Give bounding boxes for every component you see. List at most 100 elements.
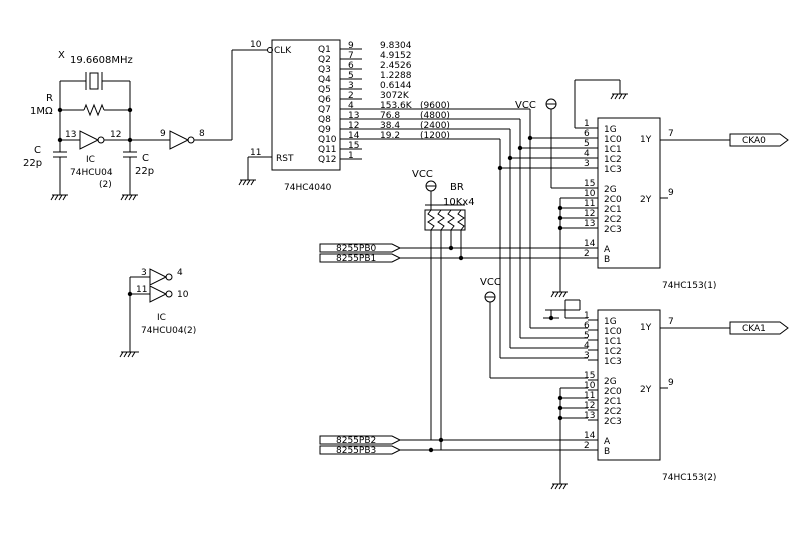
- counter-output-name: Q9: [318, 125, 331, 135]
- mux1-pins: 11G61C051C141C231C3152G102C0112C1122C213…: [584, 119, 622, 265]
- mux1-pins-pin-name: 1G: [604, 125, 617, 135]
- counter-rst-pin: 11: [250, 148, 261, 158]
- inv-osc-pin-out: 12: [110, 130, 121, 140]
- mux2-pins-pin-name: 1C0: [604, 327, 622, 337]
- mux2-pins-pin-number: 13: [584, 411, 595, 421]
- mux1-pins-pin-name: 2C2: [604, 215, 622, 225]
- cap-right-value: 22p: [135, 166, 154, 177]
- mux2-out2-name: 2Y: [640, 385, 652, 395]
- mux2-pins-pin-name: 1C1: [604, 337, 622, 347]
- mux2-pins-pin-number: 15: [584, 371, 595, 381]
- counter-output-freq: 0.6144: [380, 81, 412, 91]
- vcc-label-2: VCC: [412, 169, 433, 180]
- mux2-part: 74HC153(2): [662, 473, 716, 483]
- resistor-value: 1MΩ: [30, 106, 53, 117]
- mux2-pins-pin-number: 14: [584, 431, 596, 441]
- spare-ref: IC: [157, 313, 166, 323]
- counter-output-name: Q10: [318, 135, 337, 145]
- mux1-pins-pin-name: A: [604, 245, 611, 255]
- vcc-label-3: VCC: [480, 277, 501, 288]
- mux1-pins-pin-name: 2G: [604, 185, 617, 195]
- counter-output-name: Q5: [318, 85, 331, 95]
- counter-output-freq: 38.4: [380, 121, 400, 131]
- counter-output-baud: (1200): [420, 131, 450, 141]
- inv-buf-pin-out: 8: [199, 129, 205, 139]
- mux1-pins-pin-name: B: [604, 255, 610, 265]
- mux1-pins-pin-name: 1C3: [604, 165, 622, 175]
- counter-output-freq: 153.6K: [380, 101, 413, 111]
- counter-output-pin: 3: [348, 81, 354, 91]
- resistor-array: BR 10Kx4: [424, 182, 475, 450]
- counter-output-name: Q12: [318, 155, 337, 165]
- counter-output-pin: 12: [348, 121, 359, 131]
- spare-inverters: 3 4 11 10 IC 74HCU04(2): [119, 268, 196, 358]
- counter-clk-label: CLK: [274, 46, 292, 56]
- capacitor-left: C 22p: [23, 140, 68, 201]
- port-pb2: 8255PB2: [336, 436, 376, 446]
- mux1-pins-pin-number: 2: [584, 249, 590, 259]
- mux1-pins-pin-name: 1C1: [604, 145, 622, 155]
- feedback-resistor: R 1MΩ: [30, 93, 130, 117]
- counter-output-pin: 9: [348, 41, 354, 51]
- mux2-pins-pin-name: 2C0: [604, 387, 622, 397]
- mux2-pins-pin-number: 3: [584, 351, 590, 361]
- counter-output-name: Q4: [318, 75, 331, 85]
- counter-output-pin: 2: [348, 91, 354, 101]
- mux1-pins-pin-name: 1C0: [604, 135, 622, 145]
- mux-ic-1: 11G61C051C141C231C3152G102C0112C1122C213…: [550, 79, 789, 298]
- counter-output-freq: 2.4526: [380, 61, 412, 71]
- counter-output-pin: 15: [348, 141, 359, 151]
- res-array-ref: BR: [450, 182, 464, 193]
- resistor-ref: R: [46, 93, 53, 104]
- mux2-pins-pin-name: 2C2: [604, 407, 622, 417]
- mux2-pins-pin-number: 2: [584, 441, 590, 451]
- mux2-pins-pin-number: 11: [584, 391, 595, 401]
- counter-output-baud: (9600): [420, 101, 450, 111]
- mux1-pins-pin-number: 14: [584, 239, 596, 249]
- mux1-pins-pin-number: 1: [584, 119, 590, 129]
- counter-output-pin: 6: [348, 61, 354, 71]
- counter-output-pin: 1: [348, 151, 354, 161]
- mux2-pins-pin-number: 5: [584, 331, 590, 341]
- inverter-buffer: 9 8: [130, 49, 268, 150]
- counter-output-baud: (4800): [420, 111, 450, 121]
- mux2-out2-pin: 9: [668, 378, 674, 388]
- inv-osc-ref: IC: [86, 155, 95, 165]
- mux2-pins: 11G61C051C141C231C3152G102C0112C1122C213…: [584, 311, 622, 457]
- vcc-label-1: VCC: [515, 100, 536, 111]
- mux1-pins-pin-number: 4: [584, 149, 590, 159]
- counter-output-name: Q1: [318, 45, 331, 55]
- spare-pin-c: 11: [136, 285, 147, 295]
- mux1-pins-pin-number: 6: [584, 129, 590, 139]
- mux1-out2-name: 2Y: [640, 195, 652, 205]
- inverter-oscillator: 13 12 IC 74HCU04 (2): [60, 130, 130, 190]
- res-array-value: 10Kx4: [443, 197, 475, 208]
- crystal-ref: X: [58, 50, 65, 61]
- mux1-out1-pin: 7: [668, 129, 674, 139]
- vcc-symbol-3: VCC: [480, 277, 588, 379]
- mux1-pins-pin-number: 15: [584, 179, 595, 189]
- counter-output-freq: 9.8304: [380, 41, 412, 51]
- spare-pin-b: 4: [177, 268, 183, 278]
- counter-part: 74HC4040: [284, 183, 332, 193]
- mux2-pins-pin-number: 12: [584, 401, 595, 411]
- mux2-out1-name: 1Y: [640, 323, 652, 333]
- cap-left-value: 22p: [23, 158, 42, 169]
- counter-routing-wires: [362, 108, 588, 359]
- inv-buf-pin-in: 9: [160, 129, 166, 139]
- counter-output-name: Q7: [318, 105, 331, 115]
- mux2-pins-pin-name: 2G: [604, 377, 617, 387]
- mux2-pins-pin-name: 2C3: [604, 417, 622, 427]
- mux1-pins-pin-name: 2C0: [604, 195, 622, 205]
- inv-osc-pin-in: 13: [65, 130, 76, 140]
- mux1-part: 74HC153(1): [662, 281, 716, 291]
- mux1-pins-pin-number: 11: [584, 199, 595, 209]
- capacitor-right: C 22p: [120, 151, 154, 201]
- cap-left-ref: C: [34, 145, 41, 156]
- counter-output-freq: 19.2: [380, 131, 400, 141]
- counter-output-freq: 4.9152: [380, 51, 412, 61]
- mux1-pins-pin-number: 13: [584, 219, 595, 229]
- mux1-pins-pin-name: 2C3: [604, 225, 622, 235]
- crystal-value: 19.6608MHz: [70, 55, 133, 66]
